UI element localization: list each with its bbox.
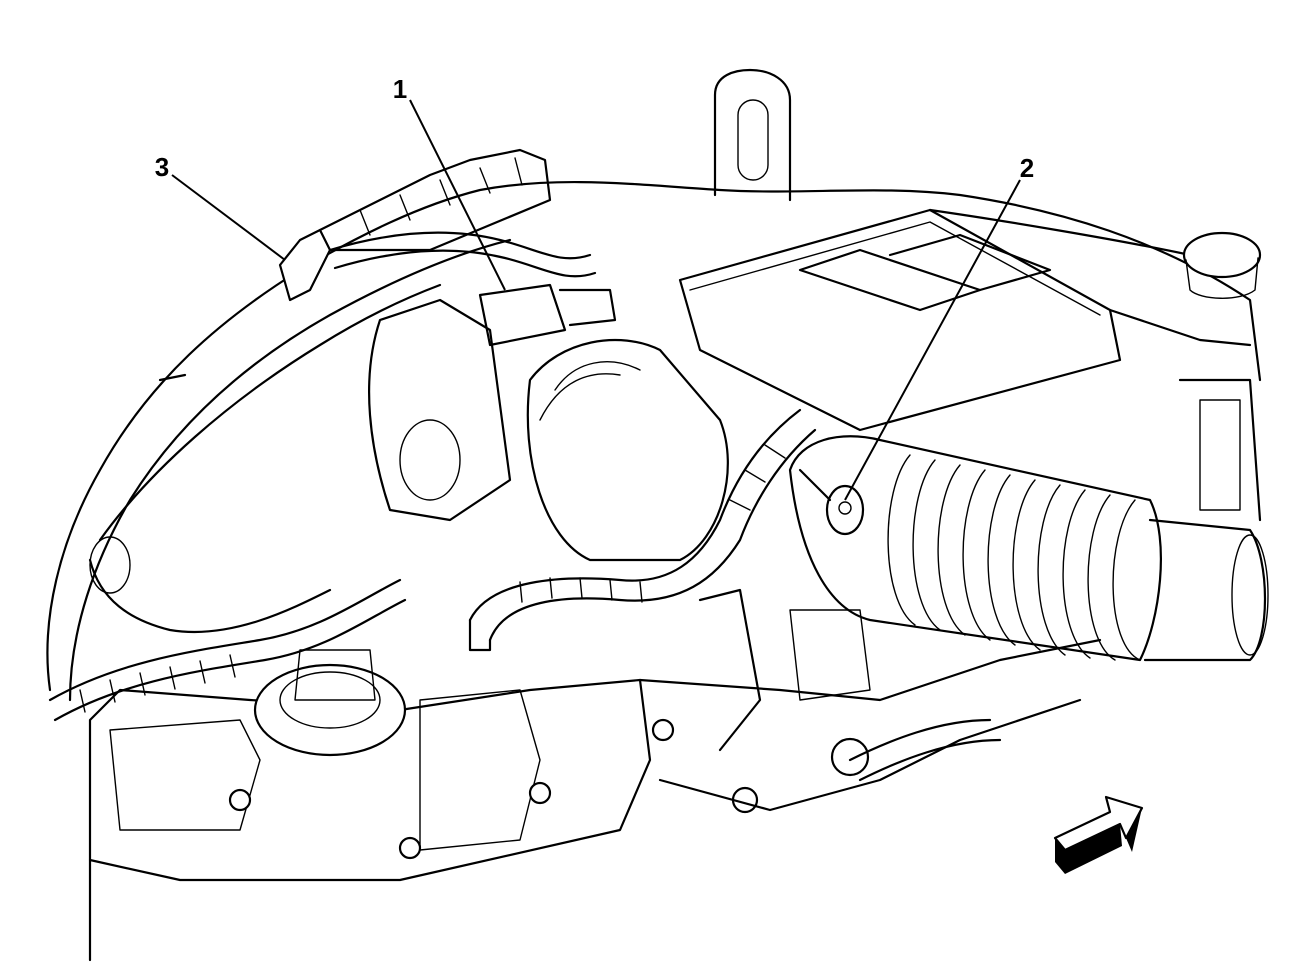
wiring-harness bbox=[48, 231, 817, 722]
callout-leaders bbox=[171, 99, 1021, 501]
engine-cover bbox=[46, 180, 1262, 702]
callout-3: 3 bbox=[155, 152, 169, 182]
corrugated-intake-hose bbox=[788, 435, 1269, 662]
leader-3 bbox=[171, 174, 286, 261]
throttle-body-duct bbox=[368, 283, 729, 562]
hose-ribs bbox=[887, 454, 1141, 661]
engine-lower-block bbox=[88, 378, 1262, 962]
air-cleaner-housing bbox=[678, 208, 1262, 432]
callout-1: 1 bbox=[393, 74, 407, 104]
callout-2: 2 bbox=[1020, 153, 1034, 183]
front-direction-arrow-icon bbox=[1053, 795, 1144, 874]
harness-wraps bbox=[79, 444, 786, 713]
connector-bracket bbox=[278, 148, 552, 302]
lift-bracket bbox=[713, 68, 792, 202]
leader-2 bbox=[844, 179, 1021, 501]
leader-1 bbox=[409, 99, 506, 291]
